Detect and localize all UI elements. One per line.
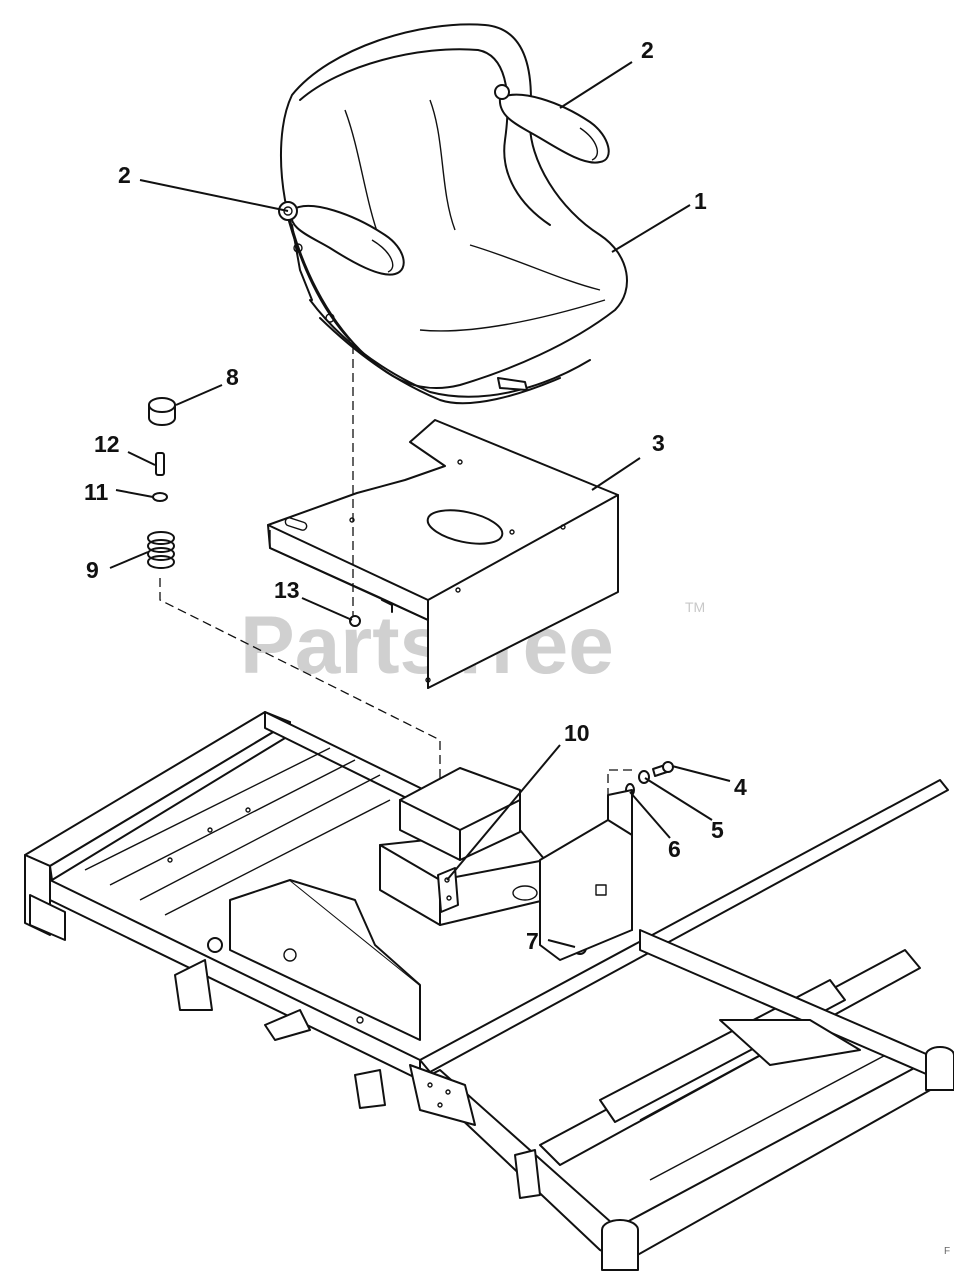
- callout-seat[interactable]: 1: [694, 188, 707, 214]
- callout-pin[interactable]: 12: [94, 431, 120, 457]
- callout-nut-7[interactable]: 7: [526, 928, 539, 954]
- corner-mark: F: [944, 1246, 950, 1257]
- spring[interactable]: [147, 531, 175, 569]
- bumper[interactable]: [148, 397, 176, 426]
- callout-spring[interactable]: 9: [86, 557, 99, 583]
- bolt-4[interactable]: [652, 761, 674, 777]
- callout-armrest-right[interactable]: 2: [641, 37, 654, 63]
- callout-washer-11[interactable]: 11: [84, 479, 109, 505]
- seat[interactable]: [279, 23, 628, 405]
- washer-11[interactable]: [152, 492, 168, 502]
- callout-nut-13[interactable]: 13: [274, 577, 300, 603]
- mower-frame[interactable]: [24, 711, 954, 1271]
- watermark-trademark: TM: [685, 599, 705, 615]
- callout-washer-5[interactable]: 5: [711, 817, 724, 843]
- callout-washer-6[interactable]: 6: [668, 836, 681, 862]
- pivot-latch[interactable]: [437, 867, 459, 913]
- callout-armrest-left[interactable]: 2: [118, 162, 131, 188]
- callout-bolt[interactable]: 4: [734, 774, 747, 800]
- callout-seat-pan[interactable]: 3: [652, 430, 665, 456]
- washer-5[interactable]: [638, 770, 650, 784]
- callout-bumper[interactable]: 8: [226, 364, 239, 390]
- nut-13[interactable]: [349, 615, 361, 627]
- callout-pivot-latch[interactable]: 10: [564, 720, 590, 746]
- pin[interactable]: [155, 452, 165, 476]
- armrest-right[interactable]: [494, 84, 610, 164]
- seat-pan[interactable]: [267, 419, 619, 689]
- callout-labels: 2 2 1 8 3 12 11 9 13 10 4 5 6 7: [84, 37, 747, 954]
- leader-lines: [109, 61, 731, 948]
